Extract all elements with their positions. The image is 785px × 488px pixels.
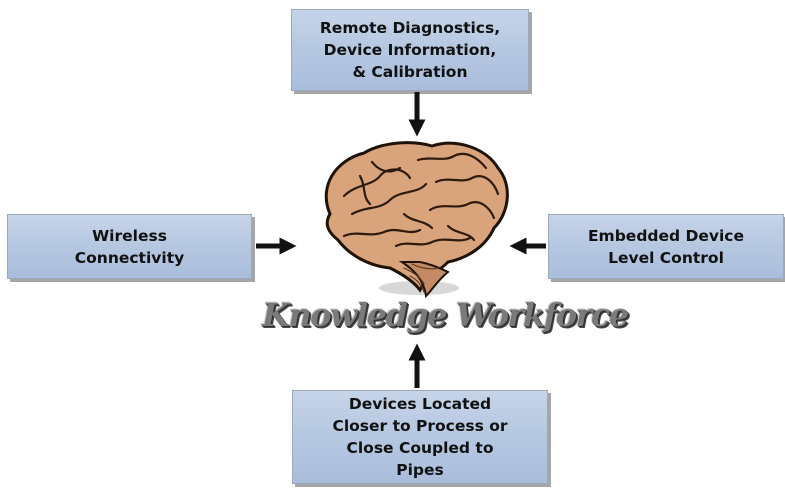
box-top-line-3: & Calibration [352,63,468,81]
brain-icon [324,141,509,299]
box-top-line-1: Remote Diagnostics, [319,19,501,37]
box-bottom-line-3: Close Coupled to [346,439,494,457]
box-bottom-line-2: Closer to Process or [332,417,508,435]
box-left-line-2: Connectivity [74,248,185,267]
knowledge-workforce-wordart: Knowledge Workforce [262,296,629,334]
box-right-line-1: Embedded Device [587,226,745,245]
box-top-line-2: Device Information, [323,41,497,59]
box-remote-diagnostics: Remote Diagnostics, Device Information, … [291,9,529,91]
box-devices-located: Devices Located Closer to Process or Clo… [292,390,548,484]
box-bottom-line-4: Pipes [396,461,444,479]
box-right-line-2: Level Control [608,248,724,267]
box-wireless-connectivity: Wireless Connectivity [7,214,252,279]
box-bottom-line-1: Devices Located [348,395,492,413]
box-left-line-1: Wireless [92,226,167,245]
box-embedded-device-control: Embedded Device Level Control [548,214,784,279]
